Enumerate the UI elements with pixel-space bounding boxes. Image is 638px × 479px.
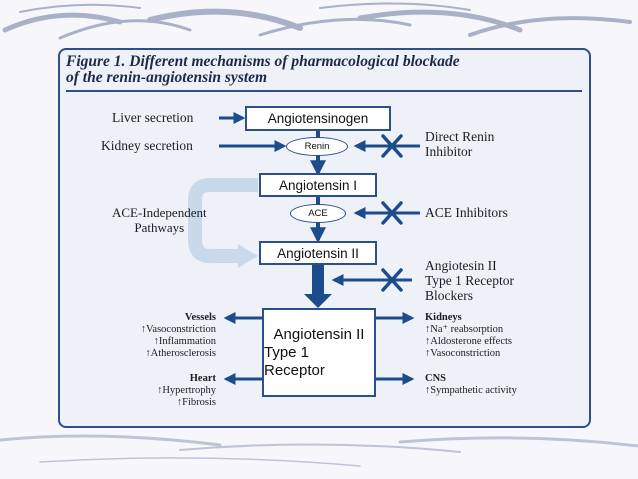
ace-oval: ACE <box>290 204 346 223</box>
figure-title: Figure 1. Different mechanisms of pharma… <box>66 54 586 86</box>
bottom-brush-strokes <box>0 434 638 467</box>
ace-independent-line1: ACE-Independent <box>112 205 207 220</box>
kidneys-item: ↑Aldosterone effects <box>425 336 512 347</box>
vessels-item: ↑Atherosclerosis <box>145 348 216 359</box>
direct-renin-inhibitor-label: Direct Renin Inhibitor <box>425 129 494 159</box>
cns-effects: CNS ↑Sympathetic activity <box>425 373 565 397</box>
heart-heading: Heart <box>189 373 216 384</box>
cns-item: ↑Sympathetic activity <box>425 385 517 396</box>
angiotensin-1-box: Angiotensin I <box>259 173 377 197</box>
top-brush-strokes <box>2 2 632 40</box>
kidneys-heading: Kidneys <box>425 312 462 323</box>
ace-independent-arrow <box>188 178 258 263</box>
kidney-secretion-label: Kidney secretion <box>101 138 193 153</box>
arb-block-x <box>381 268 403 292</box>
receptor-thick-arrow <box>304 264 332 308</box>
arb-line1: Angiotesin II <box>425 258 497 273</box>
figure-title-line1: Figure 1. Different mechanisms of pharma… <box>66 53 460 70</box>
arb-line3: Blockers <box>425 288 473 303</box>
vessels-item: ↑Vasoconstriction <box>140 324 216 335</box>
vessels-effects: Vessels ↑Vasoconstriction ↑Inflammation … <box>108 312 216 360</box>
liver-secretion-label: Liver secretion <box>112 110 194 125</box>
vessels-item: ↑Inflammation <box>153 336 216 347</box>
renin-inhibitor-line1: Direct Renin <box>425 129 495 144</box>
ace-independent-line2: Pathways <box>134 220 185 235</box>
arb-line2: Type 1 Receptor <box>425 273 515 288</box>
heart-item: ↑Hypertrophy <box>157 385 216 396</box>
renin-block-x <box>381 134 403 158</box>
ace-inhibitors-label: ACE Inhibitors <box>425 205 508 220</box>
angiotensinogen-box: Angiotensinogen <box>245 106 391 131</box>
receptor-box: Angiotensin II Type 1 Receptor <box>262 308 376 397</box>
ace-independent-label: ACE-Independent Pathways <box>112 205 207 235</box>
renin-oval: Renin <box>286 137 348 156</box>
kidneys-item: ↑Na⁺ reabsorption <box>425 324 504 335</box>
arb-label: Angiotesin II Type 1 Receptor Blockers <box>425 258 514 303</box>
title-rule <box>66 90 582 92</box>
receptor-line1: Angiotensin II <box>273 325 365 343</box>
ace-independent-arrowhead <box>238 244 258 268</box>
cns-heading: CNS <box>425 373 447 384</box>
renin-inhibitor-line2: Inhibitor <box>425 144 473 159</box>
vessels-heading: Vessels <box>184 312 216 323</box>
figure-title-line2: of the renin-angiotensin system <box>66 69 268 86</box>
heart-effects: Heart ↑Hypertrophy ↑Fibrosis <box>108 373 216 409</box>
ace-block-x <box>381 201 403 225</box>
kidneys-effects: Kidneys ↑Na⁺ reabsorption ↑Aldosterone e… <box>425 312 565 360</box>
kidneys-item: ↑Vasoconstriction <box>425 348 501 359</box>
heart-item: ↑Fibrosis <box>176 397 216 408</box>
angiotensin-2-box: Angiotensin II <box>259 241 377 265</box>
receptor-line2: Type 1 Receptor <box>264 343 325 379</box>
